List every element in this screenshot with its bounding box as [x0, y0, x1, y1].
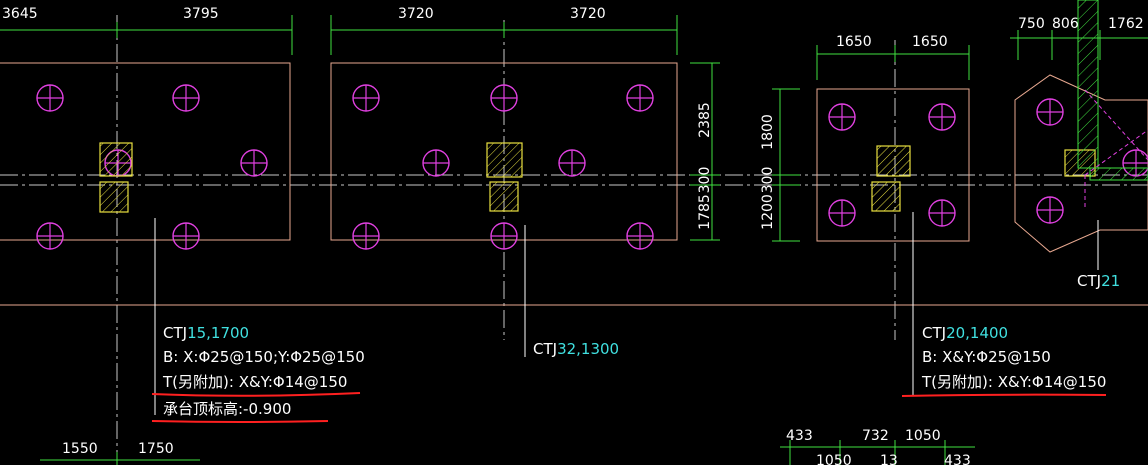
- pile-symbol: [1036, 98, 1064, 126]
- ctj20-code: CTJ: [922, 324, 946, 342]
- ctj20-top-rebar: T(另附加): X&Y:Φ14@150: [921, 373, 1106, 391]
- ctj20-bottom-rebar: B: X&Y:Φ25@150: [922, 348, 1051, 366]
- pile-cap-ctj15: [0, 62, 291, 241]
- ctj15-code: CTJ: [163, 324, 187, 342]
- dim-bottom-right-2: 732: [862, 428, 889, 444]
- column-ctj20-upper: [876, 145, 911, 177]
- pile-symbol: [352, 222, 380, 250]
- dim-bottom-right-3: 1050: [905, 428, 941, 444]
- pile-symbol: [626, 222, 654, 250]
- pile-symbol: [1036, 196, 1064, 224]
- dim-bottom-right-5: 13: [880, 453, 898, 465]
- markup-ctj15-top-rebar: [151, 392, 361, 397]
- pile-symbol: [36, 84, 64, 112]
- dimension-texts: 3645 3795 3720 3720 1650 1650 750 806 17…: [2, 6, 1144, 465]
- pile-symbol: [490, 222, 518, 250]
- column-ctj32-upper: [486, 142, 523, 178]
- ctj21-spec: 21: [1101, 272, 1120, 290]
- pile-symbol: [928, 103, 956, 131]
- column-ctj15-upper: [99, 142, 133, 177]
- piles: [36, 84, 1148, 250]
- red-markup-underlines: [151, 392, 1107, 423]
- ctj15-bottom-rebar: B: X:Φ25@150;Y:Φ25@150: [163, 348, 365, 366]
- pile-symbol: [172, 222, 200, 250]
- pile-symbol: [172, 84, 200, 112]
- dim-right-vert-3: 1200: [760, 194, 776, 230]
- dimension-lines: [0, 15, 1148, 465]
- column-ctj32-lower: [489, 181, 519, 212]
- ctj15-top-rebar: T(另附加): X&Y:Φ14@150: [162, 373, 347, 391]
- pile-symbol: [626, 84, 654, 112]
- wall-far-right: [1077, 0, 1148, 210]
- svg-text:CTJ20,1400: CTJ20,1400: [922, 324, 1008, 342]
- dim-top-middle-1: 3720: [398, 6, 434, 22]
- dim-right-vert-1: 1800: [760, 114, 776, 150]
- dim-top-right-2: 1650: [912, 34, 948, 50]
- dim-mid-vert-1: 2385: [697, 102, 713, 138]
- svg-text:CTJ32,1300: CTJ32,1300: [533, 340, 619, 358]
- pile-cap-ctj21-hexagon: [1014, 74, 1148, 253]
- pile-symbol: [36, 222, 64, 250]
- annotation-ctj32: CTJ32,1300: [533, 340, 619, 358]
- svg-text:CTJ21: CTJ21: [1077, 272, 1120, 290]
- dim-top-left-2: 3795: [183, 6, 219, 22]
- pile-symbol: [828, 199, 856, 227]
- columns: [99, 142, 1096, 213]
- ctj32-code: CTJ: [533, 340, 557, 358]
- dim-top-far-right-2: 806: [1052, 16, 1079, 32]
- dim-top-middle-2: 3720: [570, 6, 606, 22]
- pile-symbol: [558, 149, 586, 177]
- markup-ctj20-top-rebar: [901, 393, 1107, 397]
- pile-symbol: [928, 199, 956, 227]
- dim-bottom-left-2: 1750: [138, 441, 174, 457]
- ctj32-spec: 32,1300: [557, 340, 619, 358]
- svg-text:CTJ15,1700: CTJ15,1700: [163, 324, 249, 342]
- column-ctj15-lower: [99, 181, 129, 213]
- ctj20-spec: 20,1400: [946, 324, 1008, 342]
- dim-bottom-right-1: 433: [786, 428, 813, 444]
- dim-mid-vert-2: 300: [697, 167, 713, 194]
- dim-top-far-right-1: 750: [1018, 16, 1045, 32]
- ctj15-spec: 15,1700: [187, 324, 249, 342]
- pile-symbol: [352, 84, 380, 112]
- dim-top-right-1: 1650: [836, 34, 872, 50]
- markup-ctj15-elevation: [151, 420, 329, 423]
- column-ctj20-lower: [871, 181, 901, 212]
- pile-symbol: [240, 149, 268, 177]
- pile-cap-ctj20: [816, 88, 970, 242]
- leader-lines: [154, 212, 1099, 415]
- pile-symbol: [422, 149, 450, 177]
- dim-bottom-right-6: 433: [944, 453, 971, 465]
- dim-top-far-right-3: 1762: [1108, 16, 1144, 32]
- dim-mid-vert-3: 1785: [697, 194, 713, 230]
- dim-bottom-left-1: 1550: [62, 441, 98, 457]
- dim-right-vert-2: 300: [760, 167, 776, 194]
- annotation-ctj20: CTJ20,1400 B: X&Y:Φ25@150 T(另附加): X&Y:Φ1…: [921, 324, 1106, 391]
- dim-bottom-right-4: 1050: [816, 453, 852, 465]
- ctj21-code: CTJ: [1077, 272, 1101, 290]
- pile-symbol: [828, 103, 856, 131]
- annotation-ctj21: CTJ21: [1077, 272, 1120, 290]
- annotation-ctj15: CTJ15,1700 B: X:Φ25@150;Y:Φ25@150 T(另附加)…: [162, 324, 365, 418]
- ctj15-elevation: 承台顶标高:-0.900: [163, 400, 291, 418]
- dim-top-left-1: 3645: [2, 6, 38, 22]
- pile-symbol: [490, 84, 518, 112]
